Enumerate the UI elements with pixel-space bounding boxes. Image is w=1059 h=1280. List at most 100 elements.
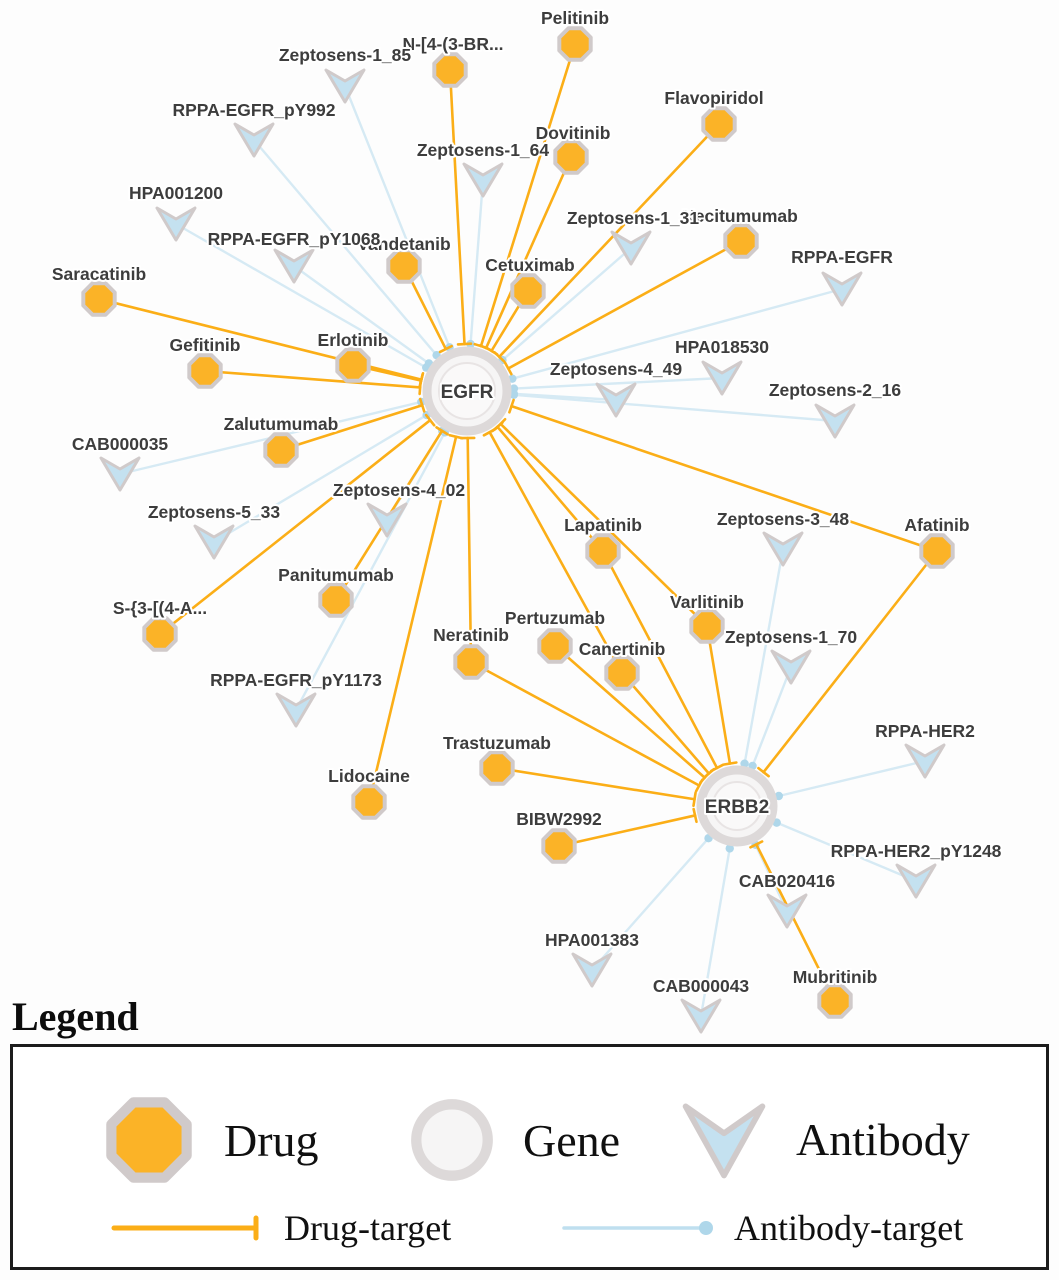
drug-label-panitumumab: Panitumumab: [278, 565, 394, 585]
drug-node-trastuzumab[interactable]: [479, 750, 515, 786]
antibody-label-zeptosens_4_02: Zeptosens-4_02: [333, 480, 466, 500]
antibody-label-rppa_her2_py1248: RPPA-HER2_pY1248: [831, 841, 1002, 861]
drug-target-tee: [503, 361, 513, 376]
drug-label-saracatinib: Saracatinib: [52, 264, 146, 284]
antibody-node-zeptosens_2_16[interactable]: [814, 403, 856, 439]
drug-node-bibw2992[interactable]: [541, 828, 577, 864]
drug-target-edge: [367, 435, 458, 804]
antibody-label-zeptosens_5_33: Zeptosens-5_33: [148, 502, 281, 522]
antibody-node-hpa001383[interactable]: [571, 952, 613, 988]
antibody-node-zeptosens_5_33[interactable]: [193, 524, 235, 560]
antibody-node-rppa_egfr_py992[interactable]: [233, 122, 275, 158]
antibody-node-zeptosens_3_48[interactable]: [762, 531, 804, 567]
antibody-label-zeptosens_1_64: Zeptosens-1_64: [417, 140, 550, 160]
drug-node-gefitinib[interactable]: [187, 353, 223, 389]
gene-node-inner: [438, 362, 496, 420]
drug-target-tee: [435, 426, 449, 436]
drug-label-mubritinib: Mubritinib: [793, 967, 878, 987]
antibody-node-zeptosens_1_31[interactable]: [610, 230, 652, 266]
antibody-node-zeptosens_1_70[interactable]: [770, 649, 812, 685]
drug-target-tee: [722, 761, 738, 766]
drug-label-s3_4a: S-{3-[(4-A...: [113, 598, 207, 618]
antibody-node-zeptosens_4_02[interactable]: [366, 502, 408, 538]
antibody-label-cab000035: CAB000035: [72, 434, 169, 454]
drug-node-pertuzumab[interactable]: [537, 628, 573, 664]
gene-label-ERBB2: ERBB2: [705, 797, 769, 818]
drug-node-afatinib[interactable]: [919, 533, 955, 569]
antibody-node-rppa_her2_py1248[interactable]: [895, 863, 937, 899]
drug-node-neratinib[interactable]: [453, 644, 489, 680]
antibody-target-edge: [469, 178, 485, 346]
antibody-label-cab000043: CAB000043: [653, 976, 750, 996]
drug-target-edge: [448, 68, 466, 346]
antibody-node-cab020416[interactable]: [766, 893, 808, 929]
legend-item-gene: Gene: [405, 1093, 620, 1187]
drug-target-edge: [620, 671, 711, 775]
drug-node-mubritinib[interactable]: [817, 983, 853, 1019]
drug-node-saracatinib[interactable]: [81, 281, 117, 317]
drug-node-cetuximab[interactable]: [510, 273, 546, 309]
legend-edge-antibody-target: Antibody-target: [558, 1207, 963, 1249]
legend-drug-target-label: Drug-target: [284, 1208, 452, 1248]
gene-node-inner: [712, 781, 762, 831]
antibody-node-cab000035[interactable]: [99, 456, 141, 492]
antibody-target-edge: [501, 246, 633, 362]
drug-target-edge: [499, 422, 709, 628]
antibody-node-hpa001200[interactable]: [155, 206, 197, 242]
drug-target-tee: [692, 791, 697, 807]
drug-target-edge: [466, 436, 473, 664]
drug-target-edge: [755, 843, 837, 1003]
antibody-node-rppa_egfr_py1173[interactable]: [275, 692, 317, 728]
drug-target-edge: [705, 624, 732, 765]
legend-title: Legend: [12, 994, 139, 1039]
antibody-label-hpa001383: HPA001383: [545, 930, 639, 950]
antibody-node-zeptosens_4_49[interactable]: [595, 382, 637, 418]
drug-node-varlitinib[interactable]: [689, 608, 725, 644]
drug-node-panitumumab[interactable]: [318, 582, 354, 618]
drug-node-lidocaine[interactable]: [351, 784, 387, 820]
antibody-label-rppa_her2: RPPA-HER2: [875, 721, 975, 741]
antibody-node-rppa_egfr[interactable]: [821, 271, 863, 307]
drug-node-flavopiridol[interactable]: [701, 106, 737, 142]
antibody-label-zeptosens_1_70: Zeptosens-1_70: [725, 627, 858, 647]
drug-label-vandetanib: Vandetanib: [357, 234, 450, 254]
drug-node-canertinib[interactable]: [604, 655, 640, 691]
antibody-label-zeptosens_1_85: Zeptosens-1_85: [279, 45, 412, 65]
legend-antibody-target-label: Antibody-target: [734, 1208, 964, 1248]
drug-node-necitumumab[interactable]: [723, 223, 759, 259]
drug-target-edge: [469, 660, 701, 787]
drug-target-edge: [601, 549, 719, 770]
drug-target-edge: [762, 549, 939, 774]
drug-node-n4_3br[interactable]: [432, 52, 468, 88]
drug-node-pelitinib[interactable]: [557, 26, 593, 62]
antibody-node-rppa_her2[interactable]: [904, 743, 946, 779]
antibody-target-edge: [743, 547, 785, 765]
antibody-label-rppa_egfr_py1068: RPPA-EGFR_pY1068: [208, 229, 381, 249]
antibody-target-edge: [512, 393, 837, 423]
drug-label-necitumumab: Necitumumab: [682, 206, 798, 226]
antibody-node-zeptosens_1_85[interactable]: [324, 68, 366, 104]
drug-target-edge: [484, 155, 573, 350]
antibody-node-rppa_egfr_py1068[interactable]: [273, 248, 315, 284]
drug-label-neratinib: Neratinib: [433, 625, 509, 645]
antibody-node-hpa018530[interactable]: [701, 360, 743, 396]
drug-node-lapatinib[interactable]: [585, 533, 621, 569]
antibody-node-cab000043[interactable]: [680, 998, 722, 1034]
drug-target-tee: [424, 413, 436, 427]
antibody-target-dot: [740, 759, 749, 768]
legend-gene-label: Gene: [523, 1114, 621, 1166]
drug-node-vandetanib[interactable]: [386, 248, 422, 284]
legend-box: Drug Gene Antibody Drug-target: [10, 1044, 1049, 1270]
drug-label-lapatinib: Lapatinib: [564, 515, 642, 535]
antibody-target-edge: [252, 138, 438, 357]
drug-label-lidocaine: Lidocaine: [328, 766, 410, 786]
drug-node-erlotinib[interactable]: [335, 347, 371, 383]
drug-node-zalutumumab[interactable]: [263, 432, 299, 468]
drug-label-varlitinib: Varlitinib: [670, 592, 744, 612]
antibody-target-edge: [174, 222, 428, 369]
antibody-label-rppa_egfr: RPPA-EGFR: [791, 247, 893, 267]
antibody-node-zeptosens_1_64[interactable]: [462, 162, 504, 198]
drug-node-s3_4a[interactable]: [142, 616, 178, 652]
drug-node-dovitinib[interactable]: [553, 139, 589, 175]
